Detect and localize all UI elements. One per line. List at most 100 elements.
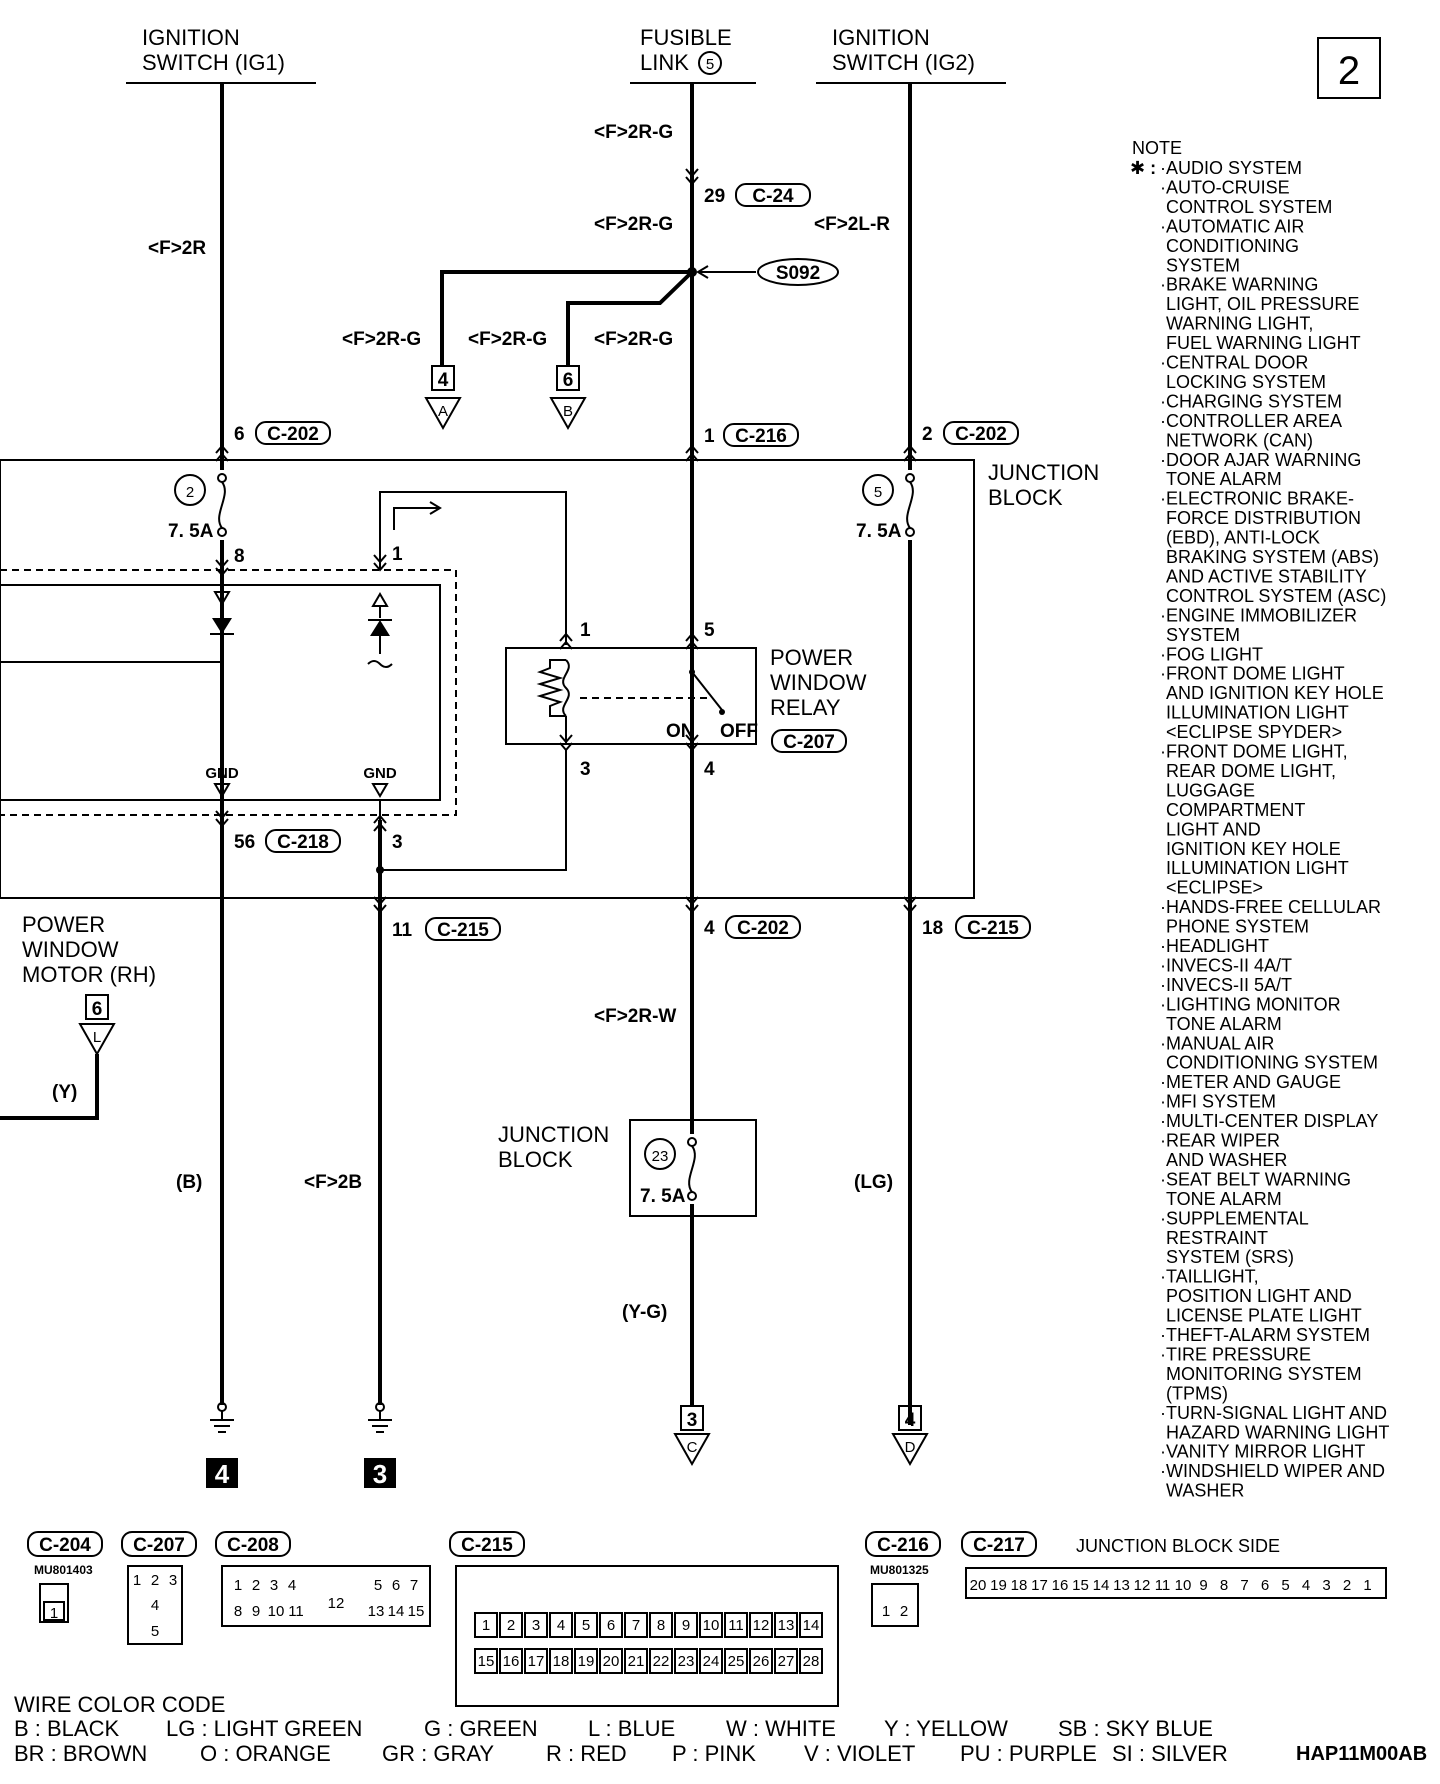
svg-text:✱ :: ✱ : [1130, 158, 1156, 178]
svg-text:4: 4 [288, 1577, 296, 1594]
connector-pin: 10 [1175, 1577, 1192, 1594]
note-list: NOTE ✱ : ·AUDIO SYSTEM·AUTO-CRUISECONTRO… [1130, 138, 1389, 1501]
connector-c215-18: C-215 [967, 918, 1019, 939]
wire-label-f2rg-top: <F>2R-G [594, 122, 673, 143]
connector-pin: 7 [1240, 1577, 1248, 1594]
pin-6: 6 [234, 424, 245, 445]
connector-c216: C-216 [735, 426, 787, 447]
svg-text:9: 9 [252, 1603, 260, 1620]
note-line: WARNING LIGHT, [1166, 314, 1313, 334]
connector-views: C-204 MU801403 1 C-207 1 2 3 4 5 C-208 1… [27, 1531, 1387, 1707]
note-line: CONTROL SYSTEM [1166, 197, 1332, 217]
svg-text:V : VIOLET: V : VIOLET [804, 1741, 915, 1766]
connector-pin: 5 [1281, 1577, 1289, 1594]
note-line: ·MFI SYSTEM [1160, 1092, 1276, 1112]
terminal-l: 6 L [78, 994, 116, 1057]
note-line: FORCE DISTRIBUTION [1166, 508, 1361, 528]
wire-branch-a [440, 270, 692, 365]
note-line: ·INVECS-II 4A/T [1160, 955, 1292, 975]
connector-pin: 11 [728, 1617, 744, 1634]
svg-text:1: 1 [133, 1572, 141, 1589]
connector-c202-ig2: C-202 [955, 424, 1007, 445]
note-line: TONE ALARM [1166, 469, 1282, 489]
svg-text:7. 5A: 7. 5A [856, 521, 902, 542]
svg-text:WIRE COLOR CODE: WIRE COLOR CODE [14, 1692, 225, 1717]
connector-c218: C-218 [277, 832, 329, 853]
svg-text:POWER: POWER [22, 912, 105, 937]
connector-pin: 18 [553, 1653, 570, 1670]
connector-c24: C-24 [752, 186, 794, 207]
svg-text:FUSIBLE: FUSIBLE [640, 25, 732, 50]
note-line: SYSTEM [1166, 625, 1240, 645]
note-line: ·TURN-SIGNAL LIGHT AND [1160, 1403, 1387, 1423]
fuse-23: 23 7. 5A [629, 1119, 757, 1217]
svg-text:SWITCH (IG1): SWITCH (IG1) [142, 50, 285, 75]
svg-text:D: D [905, 1439, 916, 1456]
pin-8: 8 [234, 546, 245, 567]
svg-text:1: 1 [882, 1603, 890, 1620]
note-line: ·MULTI-CENTER DISPLAY [1160, 1111, 1378, 1131]
pin-56: 56 [234, 832, 255, 853]
svg-text:2: 2 [151, 1572, 159, 1589]
note-line: ILLUMINATION LIGHT [1166, 703, 1349, 723]
svg-text:5: 5 [151, 1623, 159, 1640]
note-line: WASHER [1166, 1481, 1244, 1501]
note-line: PHONE SYSTEM [1166, 917, 1309, 937]
ignition-switch-ig2-label: IGNITION SWITCH (IG2) [816, 25, 1006, 84]
connector-pin: 15 [1072, 1577, 1089, 1594]
connector-pin: 16 [503, 1653, 520, 1670]
connector-c215-11: C-215 [437, 920, 489, 941]
connector-pin: 14 [1093, 1577, 1110, 1594]
connector-pin: 8 [657, 1617, 665, 1634]
connector-pin: 6 [607, 1617, 615, 1634]
fuse-2: 2 7. 5A [168, 470, 228, 542]
connector-pin: 13 [778, 1617, 795, 1634]
svg-text:SWITCH (IG2): SWITCH (IG2) [832, 50, 975, 75]
connector-pin: 21 [628, 1653, 645, 1670]
svg-text:12: 12 [328, 1595, 345, 1612]
note-line: AND WASHER [1166, 1150, 1287, 1170]
connector-pin: 20 [603, 1653, 620, 1670]
svg-text:3: 3 [270, 1577, 278, 1594]
terminal-d: 4 D [891, 1405, 929, 1467]
wire-relay-ground [380, 750, 567, 871]
svg-text:W : WHITE: W : WHITE [726, 1716, 836, 1741]
svg-text:Y : YELLOW: Y : YELLOW [884, 1716, 1008, 1741]
connector-pin: 12 [1134, 1577, 1151, 1594]
connector-pin: 2 [1343, 1577, 1351, 1594]
connector-pin: 26 [753, 1653, 770, 1670]
svg-text:C-216: C-216 [877, 1535, 929, 1556]
power-window-relay: ON OFF [505, 647, 758, 745]
connector-pin: 14 [803, 1617, 820, 1634]
svg-text:RELAY: RELAY [770, 695, 841, 720]
note-line: NETWORK (CAN) [1166, 430, 1313, 450]
svg-text:OFF: OFF [720, 721, 758, 742]
pin-relay-4: 4 [704, 759, 715, 780]
connector-pin: 15 [478, 1653, 495, 1670]
svg-text:2: 2 [900, 1603, 908, 1620]
svg-text:BR : BROWN: BR : BROWN [14, 1741, 147, 1766]
svg-text:IGNITION: IGNITION [142, 25, 240, 50]
svg-text:3: 3 [169, 1572, 177, 1589]
note-line: ·LIGHTING MONITOR [1160, 994, 1341, 1014]
svg-text:BLOCK: BLOCK [988, 485, 1063, 510]
note-line: ·AUTO-CRUISE [1160, 177, 1290, 197]
fuse-5: 5 7. 5A [856, 470, 916, 542]
connector-pin: 22 [653, 1653, 670, 1670]
wire-label-f2rg-a: <F>2R-G [342, 329, 421, 350]
pin-1-motor: 1 [392, 544, 403, 565]
wire-label-f2rg-b: <F>2R-G [468, 329, 547, 350]
note-line: POSITION LIGHT AND [1166, 1286, 1352, 1306]
svg-text:2: 2 [252, 1577, 260, 1594]
svg-text:6: 6 [392, 1577, 400, 1594]
note-line: ILLUMINATION LIGHT [1166, 858, 1349, 878]
note-line: AND IGNITION KEY HOLE [1166, 683, 1384, 703]
svg-text:14: 14 [388, 1603, 405, 1620]
svg-text:3: 3 [373, 1459, 387, 1489]
ignition-switch-ig1-label: IGNITION SWITCH (IG1) [126, 25, 316, 84]
svg-text:4: 4 [151, 1597, 159, 1614]
wire-label-f2rg-mid: <F>2R-G [594, 214, 673, 235]
pin-4-c202: 4 [704, 918, 715, 939]
svg-text:IGNITION: IGNITION [832, 25, 930, 50]
